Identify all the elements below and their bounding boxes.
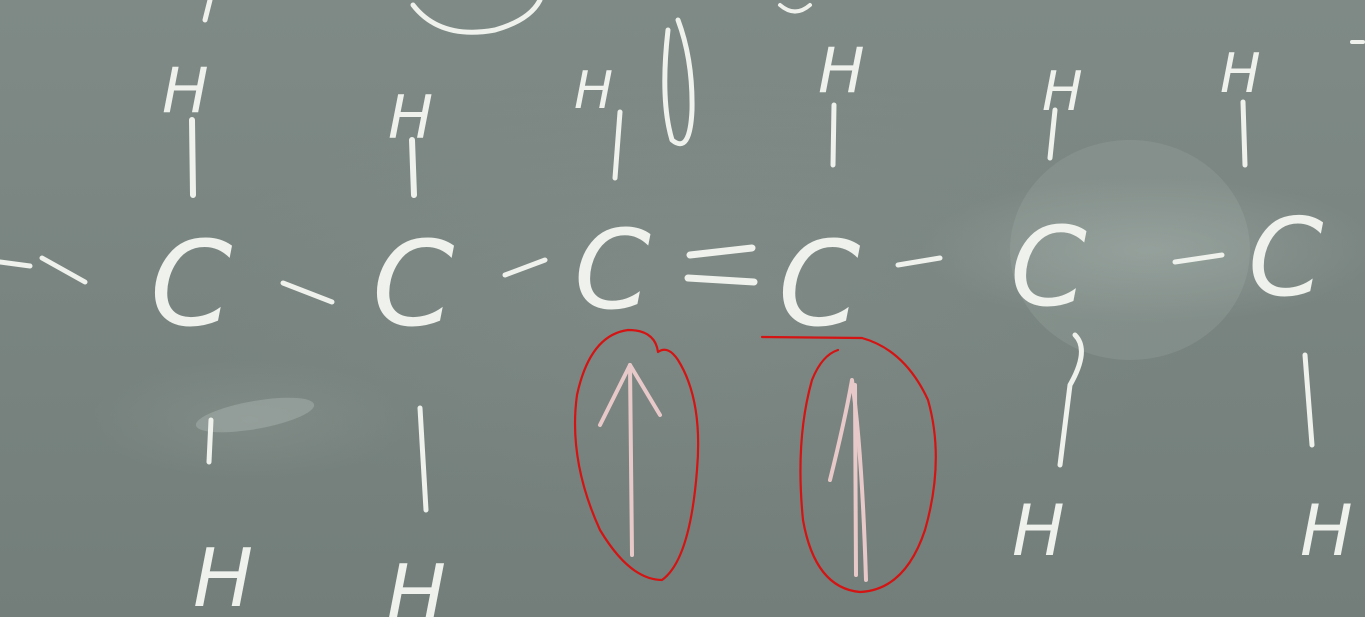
arrow-shaft [853,383,858,577]
carbon-chain: C C C C C C [0,196,1324,353]
red-circle-left [573,328,700,582]
chain-atom-4: C [778,215,860,353]
top-atom-3: H [574,61,613,121]
chain-atom-3: C [574,206,651,334]
top-edge-partial-marks [202,0,812,147]
top-hydrogen-row: H H H H H H [162,34,1365,198]
top-atom-6: H [1220,42,1261,105]
chain-atom-1: C [150,215,232,353]
red-annotations [573,328,937,594]
up-arrow-head [598,363,662,427]
chalk-smudge [195,397,315,433]
chain-atom-6: C [1248,196,1324,321]
pink-arrows [598,363,868,582]
top-atom-4: H [818,34,865,107]
arrow-shape [828,378,868,582]
bottom-hydrogen-row: H H H H [193,332,1353,617]
red-circle-right [760,335,937,594]
chalk-smudge [1010,140,1250,360]
bottom-atom-2: H [386,548,446,617]
top-atom-1: H [162,54,209,127]
top-atom-5: H [1042,60,1083,123]
bottom-atom-4: H [1300,490,1353,572]
up-arrow [628,363,634,557]
chain-atom-5: C [1010,203,1087,331]
bottom-atom-3: H [1012,490,1065,572]
chain-atom-2: C [372,215,454,353]
bottom-atom-1: H [193,532,253,617]
